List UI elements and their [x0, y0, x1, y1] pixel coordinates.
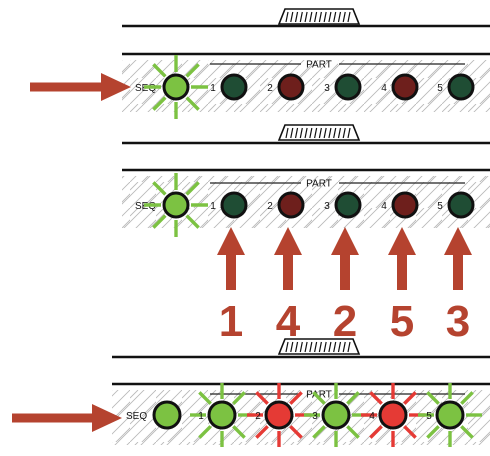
slot-5-led[interactable]	[435, 400, 465, 430]
slot-3-number: 3	[324, 201, 330, 212]
slot-3-number: 3	[312, 411, 318, 422]
seq-led-rays	[144, 55, 208, 119]
slider-knob-icon	[277, 8, 361, 25]
slot-5-number: 5	[426, 411, 432, 422]
seq-pointer-arrow	[12, 404, 122, 432]
slot-3-led[interactable]	[334, 73, 362, 101]
slot-4-led[interactable]	[378, 400, 408, 430]
slot-4-led[interactable]	[391, 191, 419, 219]
slot-1-number: 1	[198, 411, 204, 422]
slot-4-number: 4	[381, 83, 387, 94]
press-order-1: 1	[219, 297, 243, 346]
press-order-4: 5	[390, 297, 414, 346]
press-order-3: 2	[333, 297, 357, 346]
seq-label: SEQ	[126, 411, 147, 422]
seq-led-rays	[144, 173, 208, 237]
part-label: PART	[306, 60, 332, 71]
slot-5-led-rays	[418, 383, 482, 447]
slot-4-up-arrow	[388, 227, 416, 290]
slot-5-up-arrow	[444, 227, 472, 290]
slot-1-led[interactable]	[207, 400, 237, 430]
slider-knob-icon	[277, 338, 361, 355]
slider-knob-icon	[277, 124, 361, 141]
slot-4-number: 4	[381, 201, 387, 212]
slot-2-number: 2	[267, 201, 273, 212]
press-order-5: 3	[446, 297, 470, 346]
slot-1-led[interactable]	[220, 73, 248, 101]
slot-5-number: 5	[437, 201, 443, 212]
diagram-layer: PARTSEQ12345PARTSEQ1234514253PARTSEQ1234…	[12, 8, 490, 447]
slot-5-led[interactable]	[447, 73, 475, 101]
slot-3-led[interactable]	[321, 400, 351, 430]
slot-3-number: 3	[324, 83, 330, 94]
slot-5-number: 5	[437, 83, 443, 94]
seq-led[interactable]	[162, 191, 190, 219]
slot-4-led[interactable]	[391, 73, 419, 101]
control-panel-3: PART SEQ 1 2 3 4 5	[12, 338, 490, 447]
slot-1-number: 1	[210, 201, 216, 212]
seq-led[interactable]	[162, 73, 190, 101]
slot-2-led[interactable]	[264, 400, 294, 430]
seq-led[interactable]	[152, 400, 182, 430]
slot-3-led[interactable]	[334, 191, 362, 219]
slot-5-led[interactable]	[447, 191, 475, 219]
part-label: PART	[306, 390, 332, 401]
slot-2-led[interactable]	[277, 191, 305, 219]
part-label: PART	[306, 179, 332, 190]
slot-1-led[interactable]	[220, 191, 248, 219]
slot-2-number: 2	[267, 83, 273, 94]
slot-1-up-arrow	[217, 227, 245, 290]
slot-4-led-rays	[361, 383, 425, 447]
slot-2-number: 2	[255, 411, 261, 422]
seq-pointer-arrow	[30, 73, 131, 101]
slot-3-up-arrow	[331, 227, 359, 290]
press-order-2: 4	[276, 297, 301, 346]
slot-1-number: 1	[210, 83, 216, 94]
slot-2-led-rays	[247, 383, 311, 447]
slot-2-led[interactable]	[277, 73, 305, 101]
slot-4-number: 4	[369, 411, 375, 422]
slot-2-up-arrow	[274, 227, 302, 290]
control-panel-2: PARTSEQ1234514253	[122, 124, 490, 346]
